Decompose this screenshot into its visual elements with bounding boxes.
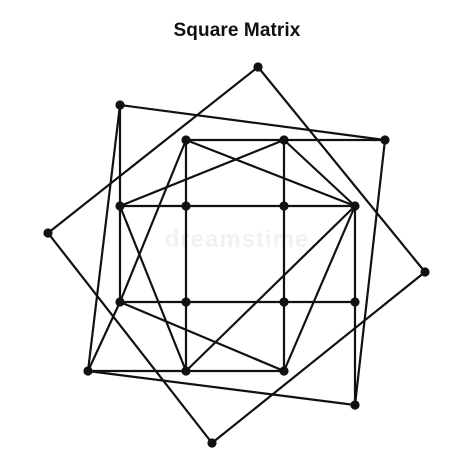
edge-sb-sc [353,138,387,407]
node-sd [83,366,93,376]
node-sa [115,100,125,110]
node-a2 [279,135,289,145]
node-dl [43,228,53,238]
node-c2 [279,297,289,307]
node-b2 [279,201,289,211]
node-dt [253,62,263,72]
edge-d2-c0 [118,300,286,373]
diagram-title: Square Matrix [173,20,301,41]
node-b0 [115,201,125,211]
node-d1 [181,366,191,376]
edge-a1-b3 [184,138,357,208]
edge-c0-sd [86,300,122,373]
node-c1 [181,297,191,307]
matrix-edges [46,65,427,445]
edge-d1-b3 [184,204,357,373]
node-c0 [115,297,125,307]
edge-b0-d1 [118,204,188,373]
edge-dt-dl [46,65,260,235]
edge-sc-sd [86,369,357,407]
edge-a2-b0 [118,138,286,208]
edge-sd-sa [86,103,122,373]
node-dr [420,267,430,277]
node-d2 [279,366,289,376]
node-sc [350,400,360,410]
edge-dr-db [210,270,427,445]
edge-b3-d2 [282,204,357,373]
node-b3 [350,201,360,211]
node-a1 [181,135,191,145]
edge-b3-a2 [282,138,357,208]
node-sb [380,135,390,145]
edge-sa-sb [118,103,387,142]
edge-c0-a1 [118,138,188,304]
edge-db-dl [46,231,214,445]
edge-dt-dr [256,65,427,274]
node-b1 [181,201,191,211]
node-db [207,438,217,448]
node-c3 [350,297,360,307]
matrix-nodes [43,62,430,448]
